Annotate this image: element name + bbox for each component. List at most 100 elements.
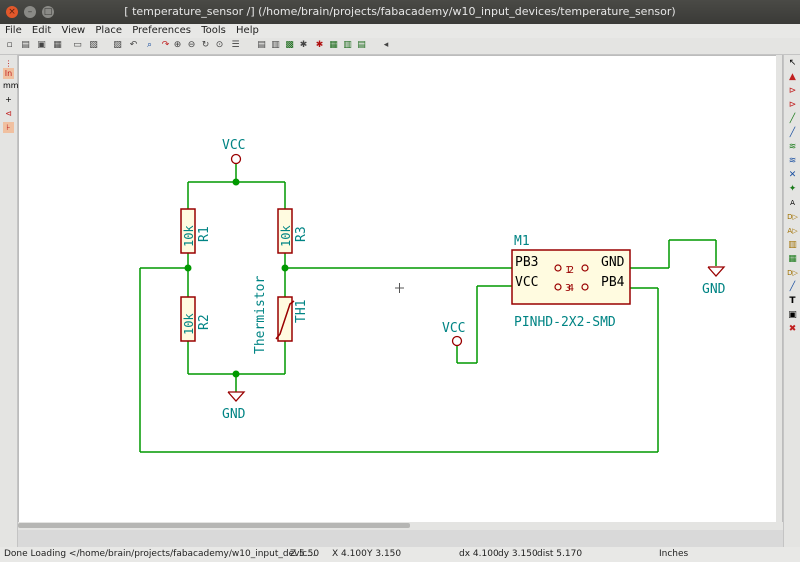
print-icon[interactable]: ▭ [73,40,82,50]
page-settings-icon[interactable]: ▦ [53,40,62,50]
m1-value-label: PINHD-2X2-SMD [514,315,616,330]
units-mm-icon[interactable]: mm [3,81,19,90]
resistor-r1 [180,208,196,254]
connector-pins [554,264,589,291]
netlist-icon[interactable]: ✱ [315,40,324,50]
open-icon[interactable]: ▤ [21,40,30,50]
select-icon[interactable]: ↖ [788,58,797,68]
pin-number-1: 1 [565,265,571,276]
wire-entry-icon[interactable]: ≋ [788,142,797,152]
junction [232,370,240,378]
units-inches-icon[interactable]: In [3,68,14,79]
vcc-top-label: VCC [222,138,245,153]
junction-icon[interactable]: ✦ [788,184,797,194]
back-icon[interactable]: ◂ [383,40,389,50]
pin-numbers: 1 2 3 4 [565,265,574,294]
plot-icon[interactable]: ▧ [89,40,98,50]
window-title: [ temperature_sensor /] (/home/brain/pro… [124,5,676,18]
schematic-canvas[interactable]: VCC GND VCC GND M1 PINHD-2X2-SMD R1 R2 R… [18,55,783,525]
zoom-out-icon[interactable]: ⊖ [187,40,196,50]
text-icon[interactable]: T [789,296,796,306]
resistor-r2 [180,296,196,342]
annotate-icon[interactable]: ▩ [285,40,294,50]
undo-icon[interactable]: ↶ [129,40,138,50]
power-icon[interactable]: ⊳ [788,100,797,110]
bus-icon[interactable]: ╱ [789,128,796,138]
th1-value-label: Thermistor [253,276,268,354]
new-sheet-icon[interactable]: ▫ [6,40,13,50]
menu-view[interactable]: View [61,25,86,36]
label-icon[interactable]: A [790,199,795,207]
no-connect-icon[interactable]: ✕ [788,170,797,180]
delete-icon[interactable]: ✖ [788,324,797,334]
sheet-icon[interactable]: ▥ [788,240,797,250]
gnd-power-symbol [227,391,246,402]
menu-help[interactable]: Help [236,25,259,36]
bus-orient-icon[interactable]: ⊦ [3,122,14,133]
r3-value-label: 10k [279,225,293,247]
status-dx: dx 4.100 [459,549,499,559]
vcc-mid-label: VCC [442,321,465,336]
gnd-left-label: GND [222,407,246,422]
menu-edit[interactable]: Edit [31,25,52,36]
global-label-icon[interactable]: D▷ [787,213,798,221]
junction [184,264,192,272]
hier-label-icon[interactable]: A▷ [787,227,798,235]
hidden-pins-icon[interactable]: ⊲ [5,109,12,118]
right-toolbar: ↖ ▲ ⊳ ⊳ ╱ ╱ ≋ ≋ ✕ ✦ A D▷ A▷ ▥ ▦ D▷ ╱ T ▣… [783,55,800,547]
r1-ref-label: R1 [197,226,212,242]
highlight-icon[interactable]: ▲ [789,72,796,82]
save-icon[interactable]: ▣ [37,40,46,50]
thermistor-slash [275,300,295,340]
r3-ref-label: R3 [294,226,309,242]
horizontal-scroll-thumb[interactable] [18,523,410,528]
maximize-window-button[interactable]: □ [42,6,54,18]
horizontal-scrollbar[interactable] [18,522,783,530]
minimize-window-button[interactable]: – [24,6,36,18]
find-icon[interactable]: ⌕ [146,40,153,50]
zoom-fit-icon[interactable]: ⊙ [215,40,224,50]
import-pin-icon[interactable]: ▦ [788,254,797,264]
bus-entry-icon[interactable]: ≋ [788,156,797,166]
cursor-icon[interactable]: + [5,95,12,104]
status-dist: dist 5.170 [537,549,583,559]
bom-icon[interactable]: ▦ [329,40,338,50]
image-icon[interactable]: ▣ [788,310,797,320]
pcbnew-icon[interactable]: ▤ [357,40,366,50]
left-toolbar: ⋮ In mm + ⊲ ⊦ [0,55,19,547]
menu-place[interactable]: Place [95,25,122,36]
cvpcb-icon[interactable]: ▥ [343,40,352,50]
vertical-scrollbar[interactable] [776,55,782,523]
pin-pb4-label: PB4 [601,275,625,290]
zoom-redraw-icon[interactable]: ↻ [201,40,210,50]
th1-ref-label: TH1 [294,300,309,323]
menu-preferences[interactable]: Preferences [132,25,192,36]
redo-icon[interactable]: ↷ [161,40,170,50]
erc-icon[interactable]: ✱ [299,40,308,50]
sheet-pin-icon[interactable]: D▷ [787,269,798,277]
menu-tools[interactable]: Tools [201,25,226,36]
connector-m1-body [511,249,631,305]
pin-vcc-label: VCC [515,275,538,290]
menu-file[interactable]: File [5,25,22,36]
title-bar: × – □ [ temperature_sensor /] (/home/bra… [0,0,800,24]
pin-circle [554,283,562,291]
library-browser-icon[interactable]: ▥ [271,40,280,50]
hierarchy-icon[interactable]: ☰ [231,40,240,50]
grid-icon[interactable]: ⋮ [4,59,13,68]
library-editor-icon[interactable]: ▤ [257,40,266,50]
status-units: Inches [659,549,689,559]
paste-icon[interactable]: ▨ [113,40,122,50]
pin-labels: PB3 VCC GND PB4 [515,255,625,290]
component-icon[interactable]: ⊳ [788,86,797,96]
pin-circle [554,264,562,272]
pin-number-2: 2 [568,265,574,276]
wire-icon[interactable]: ╱ [789,114,796,124]
r2-value-label: 10k [182,313,196,335]
vcc-power-symbol [230,153,242,165]
close-window-button[interactable]: × [6,6,18,18]
status-bar: Done Loading </home/brain/projects/fabac… [0,547,800,562]
line-icon[interactable]: ╱ [789,282,796,292]
r2-ref-label: R2 [197,314,212,330]
zoom-in-icon[interactable]: ⊕ [173,40,182,50]
